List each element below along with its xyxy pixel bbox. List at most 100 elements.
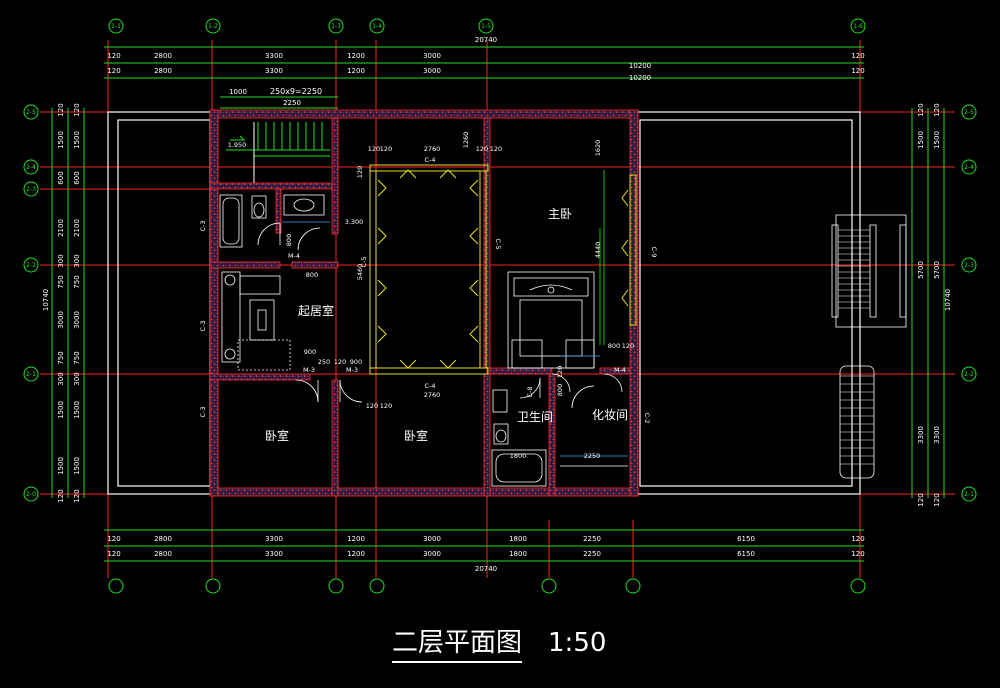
bathtub-right	[491, 449, 547, 487]
dim-left2-2: 600	[73, 171, 81, 184]
dim-left1-11: 120	[57, 489, 65, 502]
bubble-top-1	[108, 18, 124, 34]
window-c5b-tag: C-5	[494, 238, 502, 249]
dim-right2-3: 3300	[933, 426, 941, 444]
dim-right1-1: 1500	[917, 131, 925, 149]
dim-bot1-8: 120	[851, 535, 864, 543]
left-terrace	[117, 119, 211, 487]
wall-bath-bottom-b	[291, 261, 339, 269]
dimension-lines	[51, 46, 945, 562]
dim-left1-0: 120	[57, 103, 65, 116]
dim-left1-10: 1500	[57, 457, 65, 475]
window-c2-tag: C-2	[643, 412, 651, 423]
inner-dim-1800: 1800	[510, 452, 527, 460]
window-atrium-right	[479, 170, 487, 369]
dim-right1-2: 5700	[917, 261, 925, 279]
dim-right1-3: 3300	[917, 426, 925, 444]
dim-bot1-2: 3300	[265, 535, 283, 543]
inner-dim-120d: 120	[490, 145, 502, 153]
bubble-bottom-7	[850, 578, 866, 594]
bubble-bottom-6	[625, 578, 641, 594]
dim-top1-0: 120	[107, 52, 120, 60]
window-c5a-tag: C-5	[360, 256, 368, 267]
bubble-left-label-4: 2-2	[26, 262, 36, 269]
inner-dim-2760-bottom: 2760	[424, 391, 441, 399]
bathtub-left	[219, 194, 243, 248]
bubble-right-4	[961, 366, 977, 382]
dim-bot1-4: 3000	[423, 535, 441, 543]
inner-dim-800b: 800	[306, 271, 318, 279]
dim-top1-3: 1200	[347, 52, 365, 60]
dim-bot2-5: 1800	[509, 550, 527, 558]
master-window	[621, 174, 637, 326]
dim-left2-7: 750	[73, 351, 81, 364]
inner-dim-120e: 120	[366, 402, 378, 410]
inner-dim-5460: 5460	[356, 264, 364, 281]
bubble-bottom-3	[328, 578, 344, 594]
dim-stair-2: 250x9=2250	[270, 87, 322, 96]
dim-right1-0: 120	[917, 103, 925, 116]
bubble-left-label-1: 2-5	[26, 109, 36, 116]
bubble-right-label-1: 2-5	[964, 109, 974, 116]
door-m3-right: M-3	[346, 366, 358, 374]
wall-living-bottom	[209, 373, 311, 381]
wall-master-bottom	[489, 367, 553, 375]
bubble-top-3	[328, 18, 344, 34]
window-c3-l2-tag: C-3	[199, 320, 207, 331]
bubble-right-2	[961, 159, 977, 175]
dim-left1-7: 750	[57, 351, 65, 364]
dim-bot1-1: 2800	[154, 535, 172, 543]
inner-dim-1620: 1620	[594, 140, 602, 157]
window-c4-bottom-tag: C-4	[424, 382, 435, 390]
dim-bot2-8: 120	[851, 550, 864, 558]
bubble-bottom-4	[369, 578, 385, 594]
inner-dim-120h: 120	[356, 166, 364, 178]
inner-dim-120a: 120	[368, 145, 380, 153]
dim-right2-0: 120	[933, 103, 941, 116]
bubble-left-4	[23, 257, 39, 273]
wall-bottom	[209, 487, 639, 497]
room-living: 起居室	[298, 303, 334, 318]
room-bedroom-2: 卧室	[404, 428, 428, 443]
dim-bot1-3: 1200	[347, 535, 365, 543]
dim-right2-4: 120	[933, 493, 941, 506]
bubble-right-label-2: 2-4	[964, 164, 974, 171]
toilet-right	[493, 423, 509, 445]
dim-bot2-7: 6150	[737, 550, 755, 558]
bubble-top-4	[369, 18, 385, 34]
room-dressing: 化妆间	[592, 408, 628, 422]
coffee-table	[249, 299, 275, 341]
window-c9-tag: C-9	[650, 246, 658, 257]
bubble-right-label-4: 2-2	[964, 371, 974, 378]
dim-left-total: 10740	[42, 289, 50, 311]
wall-bath-split	[275, 188, 282, 234]
dim-bot1-0: 120	[107, 535, 120, 543]
dim-bottom-total: 20740	[475, 565, 497, 573]
dim-left1-2: 600	[57, 171, 65, 184]
bubble-top-label-4: 1-4	[372, 23, 382, 30]
door-m4-right: M-4	[614, 366, 626, 374]
dim-stair-1: 1000	[229, 88, 247, 96]
dim-top-total: 20740	[475, 36, 497, 44]
dim-top2-5: 120	[851, 67, 864, 75]
dim-stair-3: 2250	[283, 99, 301, 107]
bubble-top-label-1: 1-1	[111, 23, 121, 30]
room-bedroom-1: 卧室	[265, 428, 289, 443]
dim-left2-11: 120	[73, 489, 81, 502]
inner-dim-120f: 120	[380, 402, 392, 410]
dim-left1-3: 2100	[57, 219, 65, 237]
bubble-right-label-5: 2-1	[964, 491, 974, 498]
inner-dim-800c: 800	[608, 342, 620, 350]
dim-bot2-1: 2800	[154, 550, 172, 558]
dim-left2-0: 120	[73, 103, 81, 116]
dim-top2-4: 3000	[423, 67, 441, 75]
wall-dressing-split	[548, 373, 556, 497]
bed-frame	[507, 271, 595, 369]
dim-bot2-0: 120	[107, 550, 120, 558]
window-c4-top	[369, 164, 489, 172]
drawing-scale: 1:50	[548, 628, 607, 658]
bubble-top-5	[478, 18, 494, 34]
dim-bot1-6: 2250	[583, 535, 601, 543]
